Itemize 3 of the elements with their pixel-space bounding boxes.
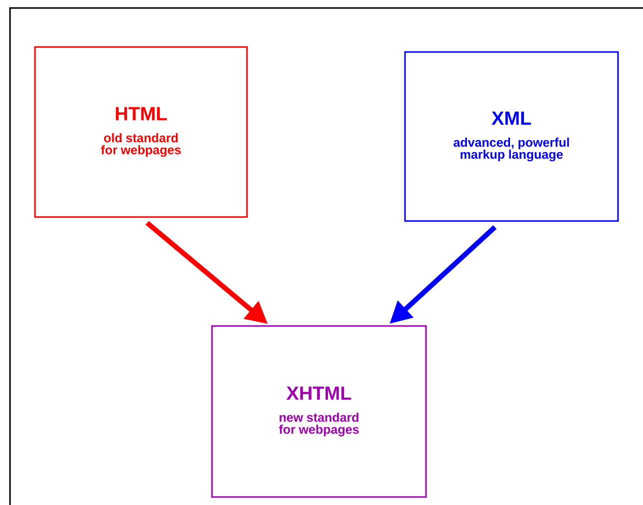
text-box: XHTML new standard for webpages <box>211 325 427 498</box>
text-box: HTML old standard for webpages <box>34 46 248 218</box>
text-box: XML advanced, powerful markup language <box>404 51 619 222</box>
